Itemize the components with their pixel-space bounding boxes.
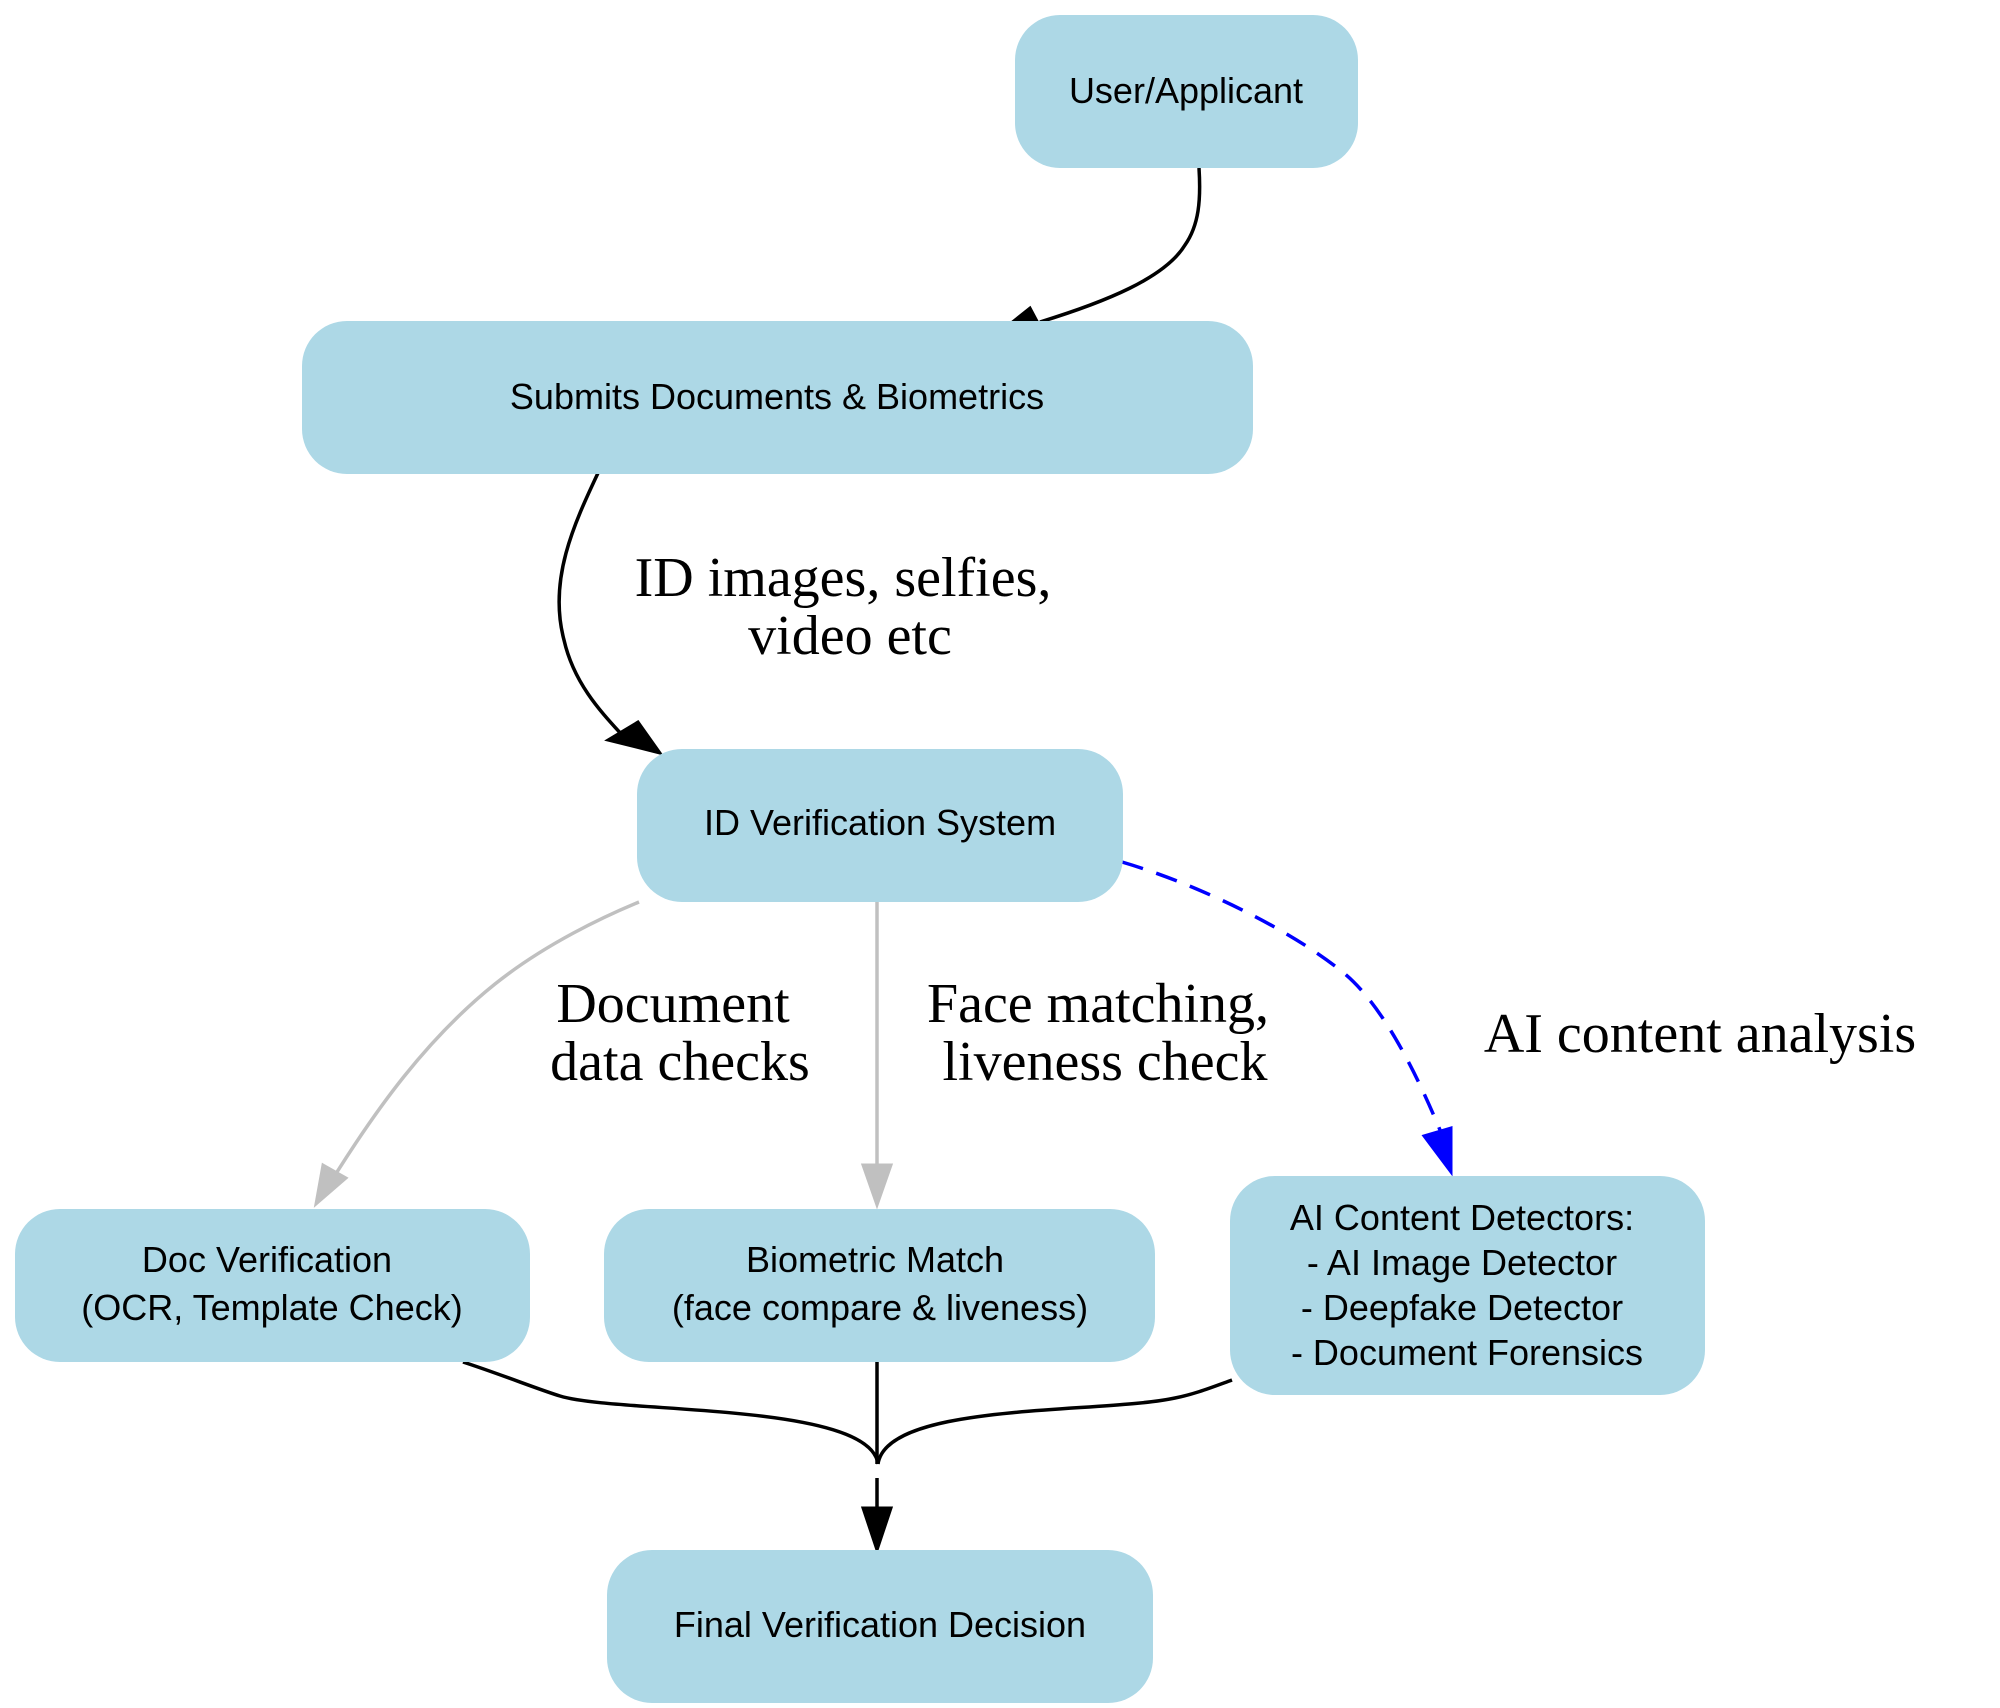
node-id-verification-system[interactable]: ID Verification System	[637, 749, 1123, 902]
node-label-user-applicant: User/Applicant	[1069, 70, 1303, 111]
edge-label-system-to-biometric: Face matching, liveness check	[927, 973, 1283, 1093]
edge-label-system-to-doc: Document data checks	[550, 973, 810, 1093]
edge-doc-to-final	[462, 1360, 880, 1465]
edge-submits-to-system	[557, 472, 664, 756]
edge-system-to-doc	[313, 900, 640, 1208]
edge-system-to-biometric	[860, 902, 894, 1210]
node-label-submits-documents: Submits Documents & Biometrics	[510, 376, 1044, 417]
node-label-doc-verification: Doc Verification (OCR, Template Check)	[81, 1239, 462, 1328]
edge-label-system-to-ai: AI content analysis	[1484, 1003, 1916, 1065]
node-ai-content-detectors[interactable]: AI Content Detectors: - AI Image Detecto…	[1230, 1176, 1705, 1395]
node-label-biometric-match: Biometric Match (face compare & liveness…	[672, 1239, 1088, 1328]
node-label-final-verification-decision: Final Verification Decision	[674, 1604, 1086, 1645]
node-doc-verification[interactable]: Doc Verification (OCR, Template Check)	[15, 1209, 530, 1362]
edge-labels: ID images, selfies, video etc Document d…	[550, 547, 1916, 1093]
edge-merge-to-final	[860, 1478, 894, 1555]
node-final-verification-decision[interactable]: Final Verification Decision	[607, 1550, 1153, 1703]
edge-ai-to-final	[876, 1378, 1233, 1465]
node-label-id-verification-system: ID Verification System	[704, 802, 1056, 843]
node-biometric-match[interactable]: Biometric Match (face compare & liveness…	[604, 1209, 1155, 1362]
edge-label-submits-to-system: ID images, selfies, video etc	[635, 547, 1066, 667]
node-label-ai-content-detectors: AI Content Detectors: - AI Image Detecto…	[1290, 1197, 1644, 1373]
node-user-applicant[interactable]: User/Applicant	[1015, 15, 1358, 168]
edge-user-to-submits	[994, 167, 1202, 344]
edge-system-to-ai	[1121, 860, 1453, 1177]
node-submits-documents[interactable]: Submits Documents & Biometrics	[302, 321, 1253, 474]
nodes: User/Applicant Submits Documents & Biome…	[15, 15, 1705, 1703]
edges	[313, 167, 1453, 1555]
